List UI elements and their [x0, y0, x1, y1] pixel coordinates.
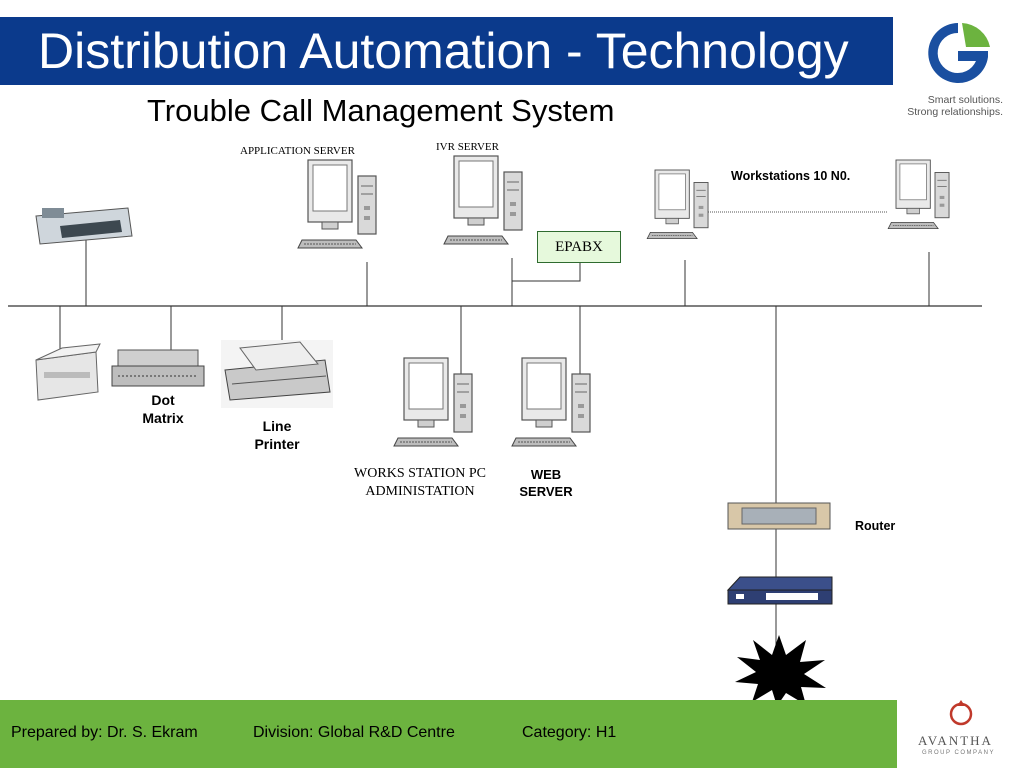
- works-station-line-1: WORKS STATION PC: [354, 466, 486, 481]
- line-printer-line-2: Printer: [254, 436, 300, 453]
- title-bar: [0, 17, 893, 85]
- dot-matrix-label: Dot Matrix: [130, 391, 196, 427]
- company-name: AVANTHA: [918, 733, 993, 748]
- dot-matrix-printer-icon: [111, 349, 205, 387]
- workstations-label: Workstations 10 N0.: [731, 169, 851, 183]
- network-burst-icon: [735, 635, 826, 706]
- tagline-line-1: Smart solutions.: [927, 94, 1003, 106]
- division-text: Division: Global R&D Centre: [253, 724, 455, 741]
- works-station-line-2: ADMINISTATION: [365, 483, 475, 499]
- router-label: Router: [855, 519, 896, 533]
- line-printer-line-1: Line: [262, 418, 292, 434]
- ivr-server-label: IVR SERVER: [436, 141, 499, 153]
- works-station-label: WORKS STATION PC ADMINISTATION: [346, 465, 494, 500]
- inkjet-printer-icon: [35, 207, 133, 245]
- page-title: Distribution Automation - Technology: [38, 23, 849, 79]
- page-subtitle: Trouble Call Management System: [147, 93, 615, 128]
- laser-printer-icon: [35, 343, 101, 401]
- web-server-line-2: SERVER: [519, 483, 573, 499]
- dot-matrix-line-1: Dot: [151, 392, 175, 408]
- line-printer-label: Line Printer: [244, 417, 310, 453]
- application-server-label: APPLICATION SERVER: [240, 145, 355, 157]
- avantha-logo-icon: [949, 700, 973, 726]
- router-device-icon: [727, 502, 831, 530]
- dot-matrix-line-2: Matrix: [142, 410, 184, 427]
- web-server-line-1: WEB: [530, 467, 562, 482]
- logo-tagline: Smart solutions. Strong relationships.: [905, 94, 1003, 118]
- category-text: Category: H1: [522, 724, 617, 741]
- footer-bar: [0, 700, 897, 768]
- line-printer-icon: [221, 340, 333, 408]
- cg-logo-icon: [928, 23, 990, 83]
- prepared-by-text: Prepared by: Dr. S. Ekram: [11, 724, 198, 741]
- web-server-label: WEB SERVER: [510, 467, 582, 501]
- epabx-box: EPABX: [537, 231, 621, 263]
- tagline-line-2: Strong relationships.: [907, 106, 1003, 119]
- company-sub: GROUP COMPANY: [922, 750, 995, 756]
- switch-device-icon: [726, 576, 833, 605]
